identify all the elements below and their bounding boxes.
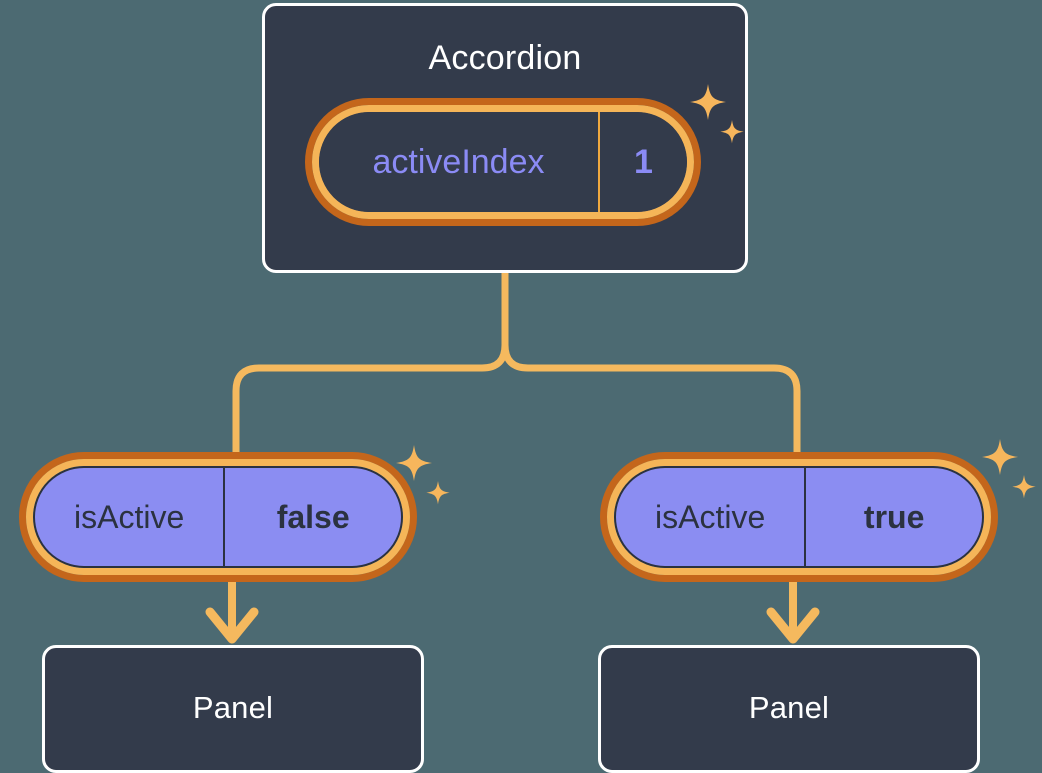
state-value-label: 1 bbox=[634, 142, 653, 181]
sparkle-small-icon bbox=[1012, 475, 1036, 499]
state-pill-inner-ring: activeIndex 1 bbox=[312, 105, 694, 219]
panel-component-card-right[interactable]: Panel bbox=[598, 645, 980, 773]
panel-component-card-left[interactable]: Panel bbox=[42, 645, 424, 773]
arrow-down-icon-left bbox=[205, 582, 259, 644]
connector-to-right-pill bbox=[501, 269, 801, 456]
sparkle-large-icon bbox=[982, 439, 1018, 475]
state-pill-body: activeIndex 1 bbox=[319, 112, 687, 212]
prop-value-label: false bbox=[276, 498, 350, 535]
sparkle-small-icon bbox=[426, 481, 450, 505]
connector-to-left-pill bbox=[232, 269, 509, 456]
arrow-down-icon-right bbox=[766, 582, 820, 644]
prop-pill-is-active-false[interactable]: isActive false bbox=[19, 452, 417, 582]
prop-pill-body: isActive true bbox=[614, 466, 984, 568]
panel-title-right: Panel bbox=[748, 690, 830, 725]
panel-title-left: Panel bbox=[192, 690, 274, 725]
prop-key-label: isActive bbox=[35, 468, 226, 566]
accordion-title: Accordion bbox=[428, 39, 582, 77]
prop-pill-inner-ring: isActive false bbox=[26, 459, 410, 575]
prop-key-label: isActive bbox=[616, 468, 807, 566]
prop-value-label: true bbox=[863, 498, 925, 535]
state-key-label: activeIndex bbox=[319, 112, 600, 212]
prop-pill-is-active-true[interactable]: isActive true bbox=[600, 452, 998, 582]
prop-pill-body: isActive false bbox=[33, 466, 403, 568]
prop-pill-inner-ring: isActive true bbox=[607, 459, 991, 575]
state-pill-active-index[interactable]: activeIndex 1 bbox=[305, 98, 701, 226]
